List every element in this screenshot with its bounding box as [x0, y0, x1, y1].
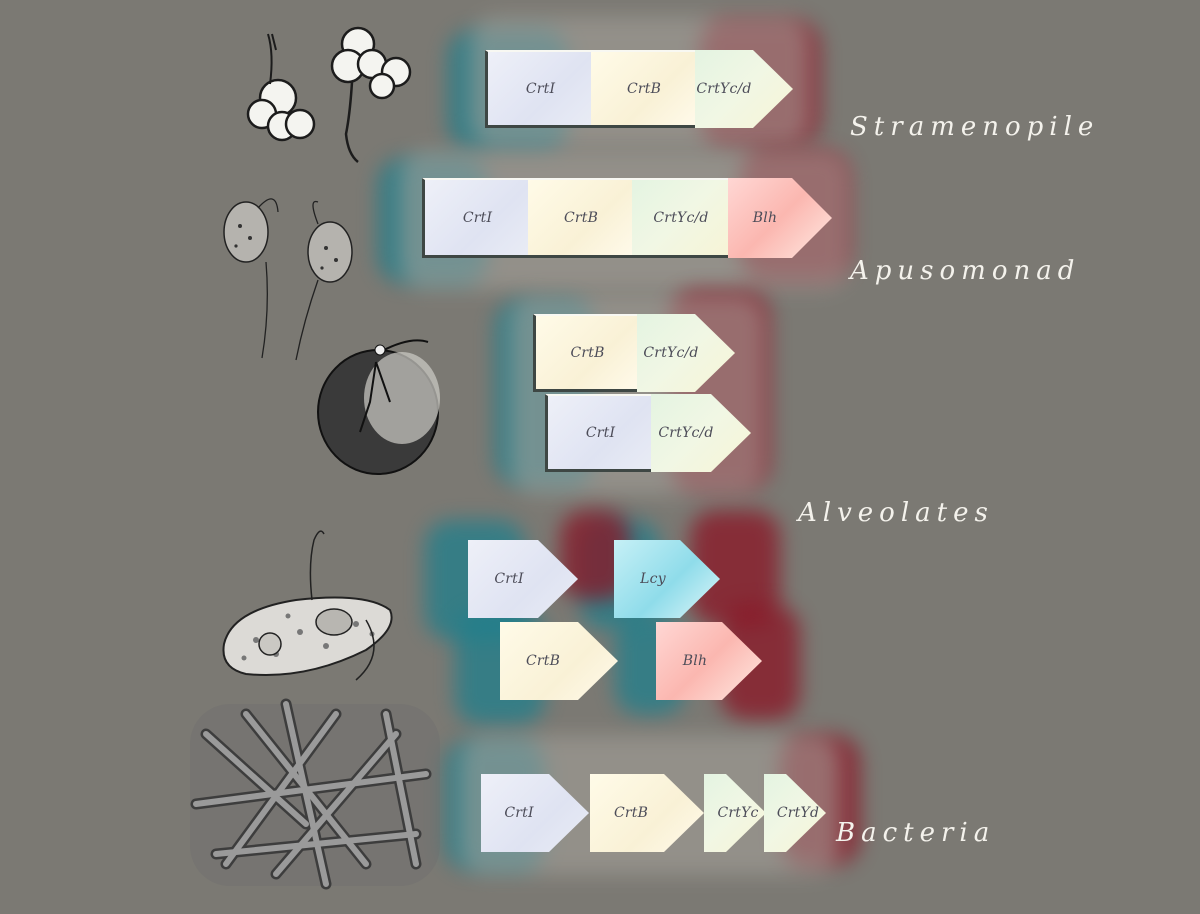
gene-crtb: CrtB — [533, 314, 639, 392]
diatom-colony-icon — [246, 26, 412, 163]
ciliate-icon — [222, 530, 393, 681]
taxon-label: Apusomonad — [850, 256, 1081, 286]
dinoflagellate-icon — [317, 339, 440, 475]
gene-crtb: CrtB — [591, 50, 697, 128]
gene-crtb: CrtB — [528, 178, 634, 258]
taxon-label: Stramenopile — [850, 112, 1100, 142]
flagellate-cells-icon — [223, 198, 353, 361]
gene-crti: CrtI — [422, 178, 530, 258]
gene-crtyd: CrtYd — [764, 774, 826, 852]
bacterial-filaments-icon — [190, 698, 440, 890]
taxon-label: Bacteria — [836, 818, 996, 848]
gene-crtyc-d: CrtYc/d — [632, 178, 730, 258]
gene-crti: CrtI — [545, 394, 653, 472]
taxon-label: Alveolates — [798, 498, 994, 528]
gene-crti: CrtI — [485, 50, 593, 128]
